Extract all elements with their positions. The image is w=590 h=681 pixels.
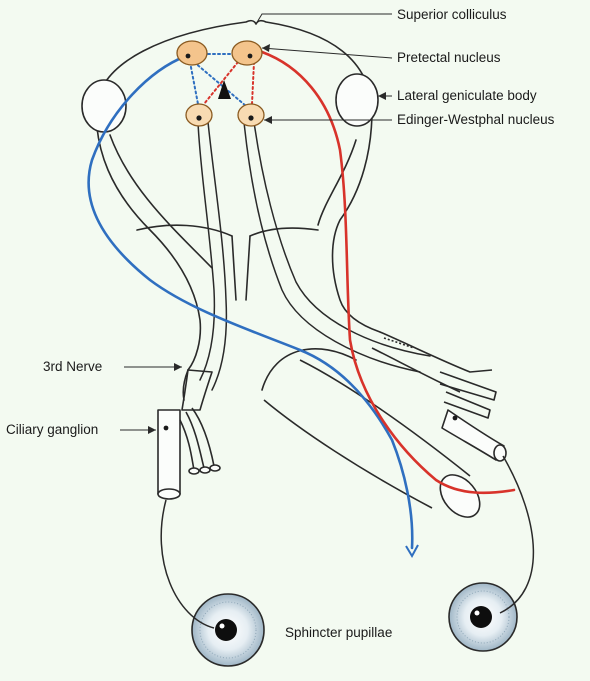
nucleus-cell-bodies <box>163 53 458 431</box>
label-sphincter-pupillae: Sphincter pupillae <box>285 625 393 640</box>
label-third-nerve: 3rd Nerve <box>43 359 103 374</box>
right-pupil <box>470 606 492 628</box>
pretectal-nucleus-left <box>176 40 208 66</box>
label-pretectal-nucleus: Pretectal nucleus <box>397 50 501 65</box>
left-eye <box>191 593 265 667</box>
label-superior-colliculus: Superior colliculus <box>397 7 507 22</box>
right-ciliary-complex <box>371 331 507 462</box>
edinger-westphal-nuclei <box>185 103 265 127</box>
pretectal-nuclei <box>176 40 263 66</box>
third-nerve-tube <box>157 369 221 500</box>
lateral-geniculate-right <box>335 73 379 127</box>
pretectal-connections <box>189 53 255 107</box>
efferent-fibers <box>197 121 431 391</box>
label-ciliary-ganglion: Ciliary ganglion <box>6 422 99 437</box>
right-optic-tube <box>263 359 481 518</box>
lateral-geniculate-left <box>81 79 127 133</box>
right-afferent-pathway <box>260 50 516 495</box>
edinger-westphal-right <box>237 103 265 127</box>
left-afferent-arrowhead <box>405 544 419 559</box>
left-afferent-pathway <box>87 54 414 550</box>
pretectal-nucleus-right <box>231 40 263 66</box>
left-pupil <box>215 619 237 641</box>
edinger-westphal-left <box>185 103 213 127</box>
leader-arrowheads <box>148 44 386 434</box>
label-lateral-geniculate-body: Lateral geniculate body <box>397 88 537 103</box>
label-edinger-westphal-nucleus: Edinger-Westphal nucleus <box>397 112 555 127</box>
midline-triangle-marker <box>218 80 231 99</box>
right-eye <box>448 582 518 652</box>
nerve-to-eyes <box>160 455 535 629</box>
